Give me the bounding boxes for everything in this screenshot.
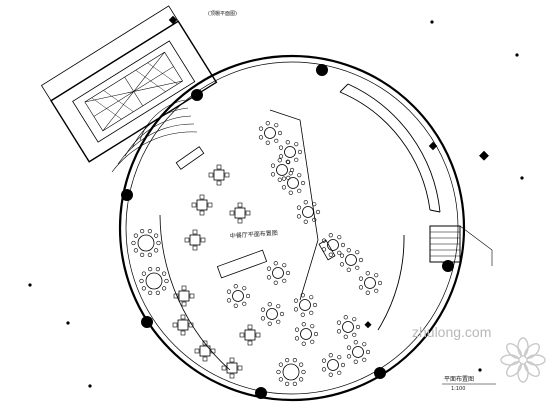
- dining-table: [336, 315, 361, 339]
- dining-table: [172, 314, 194, 336]
- dining-table: [278, 140, 303, 164]
- dining-table: [260, 302, 285, 326]
- dining-table: [208, 164, 230, 186]
- dining-table: [229, 202, 251, 224]
- dining-table: [173, 285, 195, 307]
- dining-table: [139, 267, 169, 295]
- dining-table: [321, 353, 346, 377]
- buffet-tables: [175, 146, 336, 279]
- dining-table: [131, 229, 161, 257]
- east-staircase: [429, 225, 493, 266]
- entrance-wing: [40, 5, 218, 163]
- top-annotation: (顶棚平面图): [208, 10, 237, 17]
- curved-partition: [339, 83, 441, 331]
- watermark: zhulong.com: [412, 324, 546, 383]
- dining-table: [281, 171, 306, 195]
- scale-title: 平面布置图: [444, 375, 474, 383]
- watermark-brand: zhulong.com: [412, 324, 491, 340]
- dining-table: [358, 271, 383, 295]
- dining-table: [226, 284, 251, 308]
- dining-table: [296, 200, 321, 224]
- dining-tables: [131, 121, 383, 386]
- dining-table: [266, 261, 291, 285]
- dining-table: [346, 340, 371, 364]
- dining-table: [294, 322, 319, 346]
- dining-table: [293, 293, 318, 317]
- dining-table: [276, 358, 306, 386]
- dining-table: [321, 233, 346, 257]
- service-fixtures: [364, 141, 438, 329]
- flower-logo-icon: [500, 337, 546, 383]
- dining-table: [191, 194, 213, 216]
- scale-note: 1:100: [451, 386, 465, 392]
- hall-outline: [118, 54, 466, 402]
- dining-table: [184, 229, 206, 251]
- dining-table: [221, 357, 243, 379]
- dining-table: [339, 248, 364, 272]
- center-label: 中餐厅平面布置图: [230, 229, 278, 240]
- entrance-stairs: [111, 99, 198, 173]
- dining-table: [239, 324, 261, 346]
- dining-table: [194, 340, 216, 362]
- dining-table: [258, 121, 283, 145]
